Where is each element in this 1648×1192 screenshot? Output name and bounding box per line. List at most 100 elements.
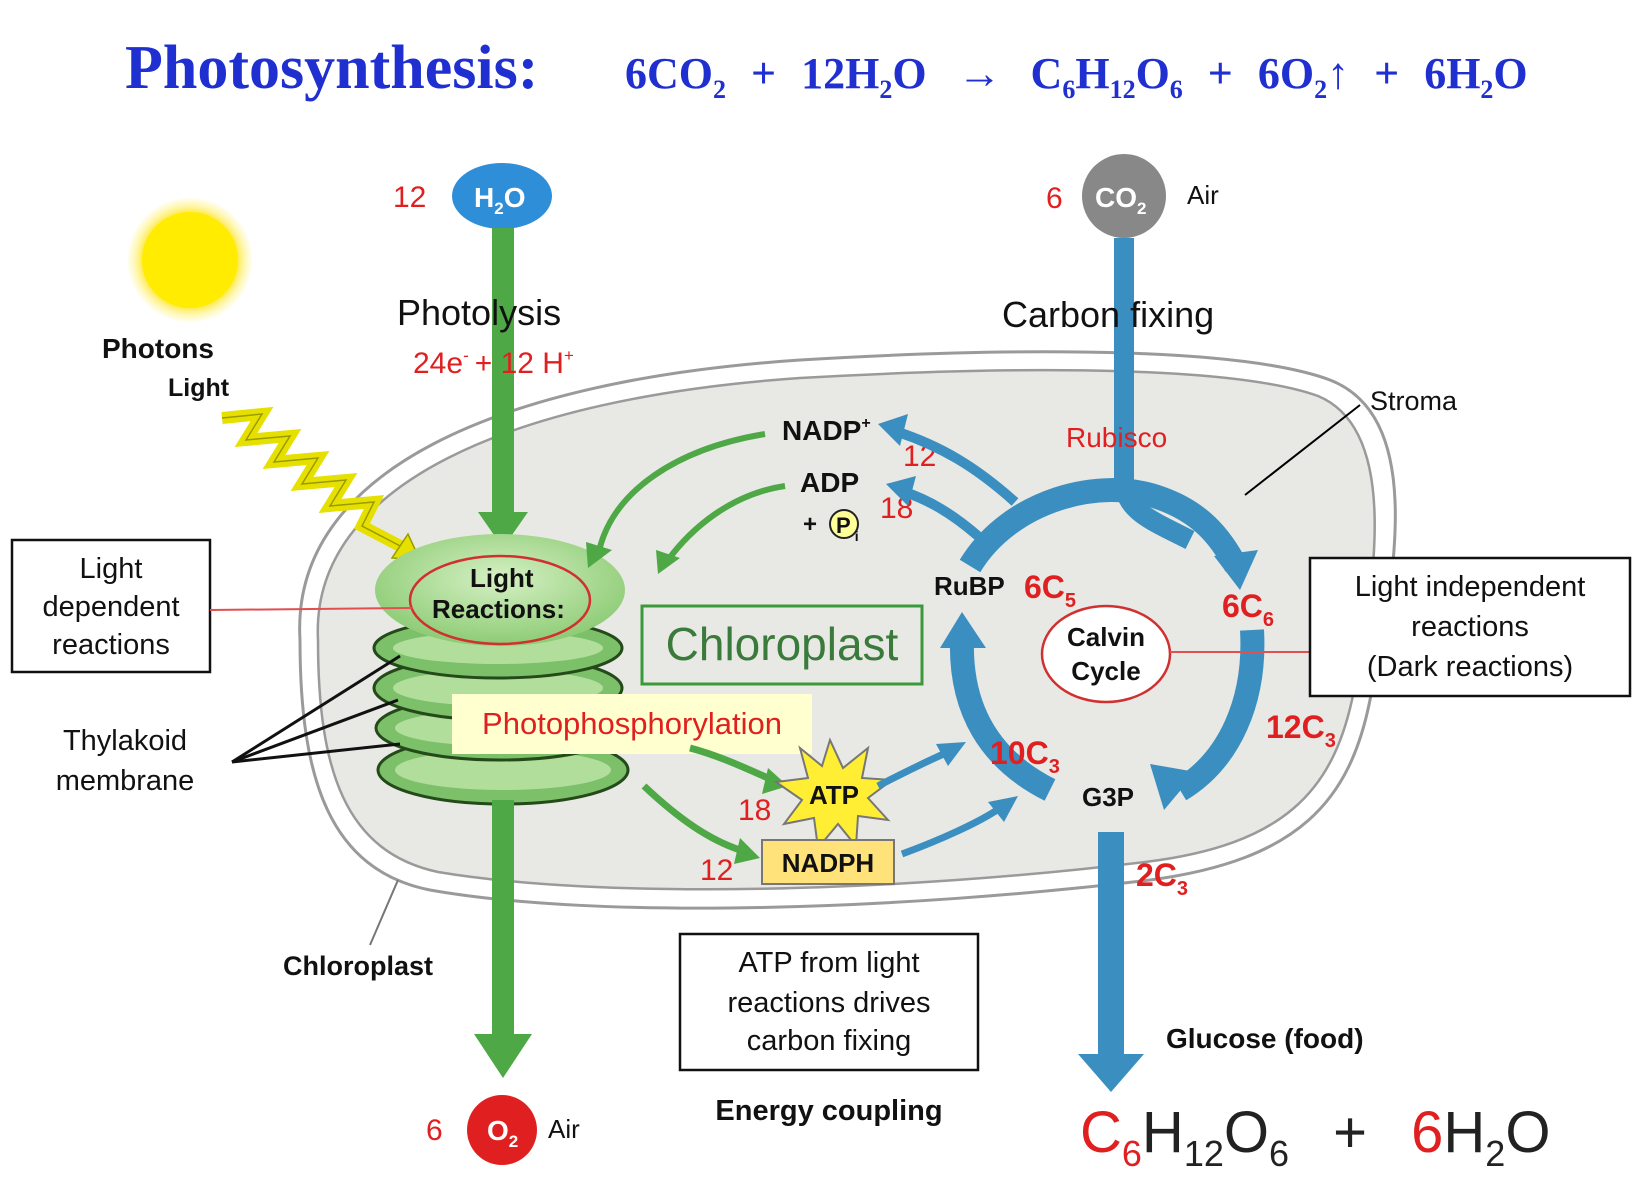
oxygen-flow-arrowhead [474,1034,532,1078]
thylakoid-label-2: membrane [56,765,195,797]
light-dependent-text-2: dependent [42,591,179,623]
c5-label: 6C5 [1024,569,1076,612]
chloroplast-title-box [640,604,924,686]
sun-icon [128,198,252,322]
calvin-top-arc [959,478,1247,573]
photolysis-label: Photolysis [397,292,561,333]
energy-coupling-label: Energy coupling [715,1095,942,1127]
granum-to-nadph-arrow [641,783,742,854]
water-flow-arrow-shaft [492,228,514,520]
calvin-left-arrowhead [940,612,986,648]
co2-icon [1082,154,1166,238]
c3-12-label: 12C3 [1266,709,1336,752]
glucose-label: Glucose (food) [1166,1023,1364,1054]
c6-label: 6C6 [1222,588,1274,631]
granum-to-nadph-arrowhead [734,838,760,864]
carbon-fixing-label: Carbon fixing [1002,294,1214,335]
light-independent-text-1: Light independent [1355,571,1586,603]
light-reactions-label-2: Reactions: [432,594,565,624]
stroma-pointer [1244,404,1361,496]
adp-label: ADP [800,467,859,498]
title-equation: 6CO2 + 12H2O → C6H12O6 + 6O2↑ + 6H2O [625,49,1528,108]
atp-to-calvin-arrowhead [936,742,966,766]
nadp-return-arrow [595,431,766,557]
products-equation: C6H12O6 + 6H2O [1080,1100,1550,1179]
calvin-to-adp-arrow [903,487,982,540]
calvin-left-arc [949,639,1056,801]
electrons-protons-label: 24e-+ 12 H+ [413,346,574,380]
adp-return-arrow [665,483,786,562]
nadp-label: NADP+ [782,415,871,446]
calvin-to-nadp-arrowhead [878,414,908,446]
calvin-top-arrowhead [1214,550,1258,590]
glucose-arrowhead [1078,1054,1144,1092]
nadph-to-calvin-arrow [900,805,1003,858]
calvin-to-nadp-arrow [896,427,1019,506]
granum-to-atp-arrowhead [762,768,788,794]
g3p-label: G3P [1082,782,1134,812]
light-label: Light [168,374,230,402]
atp-note-text-3: carbon fixing [747,1025,911,1057]
calvin-right-arrowhead [1150,764,1196,810]
thylakoid-pointers [231,654,401,764]
photophosphorylation-label: Photophosphorylation [482,706,782,741]
light-zigzag-outline [221,413,405,549]
chloroplast-pointer [369,879,399,946]
light-independent-box [1308,556,1632,698]
stroma-label: Stroma [1370,386,1458,416]
o2-icon [467,1095,537,1165]
granum-to-atp-arrow [689,744,770,782]
atp-label: ATP [809,780,859,810]
calvin-cycle-ring [1040,604,1172,704]
o2-label: O2 [487,1115,518,1151]
carbon-fixing-arrow [1114,238,1195,549]
c3-2-label: 2C3 [1136,857,1188,900]
nadph-count: 12 [700,854,733,887]
calvin-label-2: Cycle [1071,656,1140,686]
chloroplast-title: Chloroplast [666,618,899,670]
nadph-label: NADPH [782,848,874,878]
calvin-to-adp-arrowhead [886,476,916,506]
thylakoid-label-1: Thylakoid [63,725,187,757]
o2-count: 6 [426,1114,443,1147]
glucose-arrow-shaft [1098,832,1124,1060]
co2-air-label: Air [1187,180,1219,210]
light-dependent-text-1: Light [80,553,143,585]
light-reactions-label-1: Light [470,563,534,593]
chloroplast-outer-label: Chloroplast [283,951,433,981]
photophosphorylation-banner [452,694,812,754]
light-dependent-text-3: reactions [52,629,170,661]
page-title: Photosynthesis: [125,34,538,102]
light-dependent-pointer [209,607,413,611]
water-flow-arrowhead [478,512,528,548]
co2-label: CO2 [1095,182,1146,218]
phosphate-icon [829,509,859,539]
rubp-label: RuBP [934,571,1005,601]
rubisco-label: Rubisco [1066,422,1167,453]
atp-count: 18 [738,794,771,827]
light-reactions-ring [408,554,592,646]
nadp-return-arrowhead [586,542,612,568]
oxygen-flow-arrow-shaft [492,800,514,1040]
light-independent-text-2: reactions [1411,611,1529,643]
adp-return-arrowhead [656,550,680,574]
h2o-count: 12 [393,181,426,214]
atp-note-text-1: ATP from light [738,947,919,979]
pi-plus: + [803,511,817,538]
nadph-to-calvin-arrowhead [988,796,1018,822]
light-dependent-box [10,538,212,674]
atp-note-text-2: reactions drives [727,987,930,1019]
c3-10-label: 10C3 [990,735,1060,778]
light-independent-text-3: (Dark reactions) [1367,651,1573,683]
nadph-box [761,839,895,885]
co2-count: 6 [1046,182,1063,215]
calvin-label-1: Calvin [1067,622,1145,652]
o2-air-label: Air [548,1114,580,1144]
photons-label: Photons [102,333,214,364]
atp-star-icon [773,737,895,851]
h2o-icon [452,163,552,229]
calvin-right-arc [1173,629,1265,801]
atp-note-box [678,932,980,1072]
